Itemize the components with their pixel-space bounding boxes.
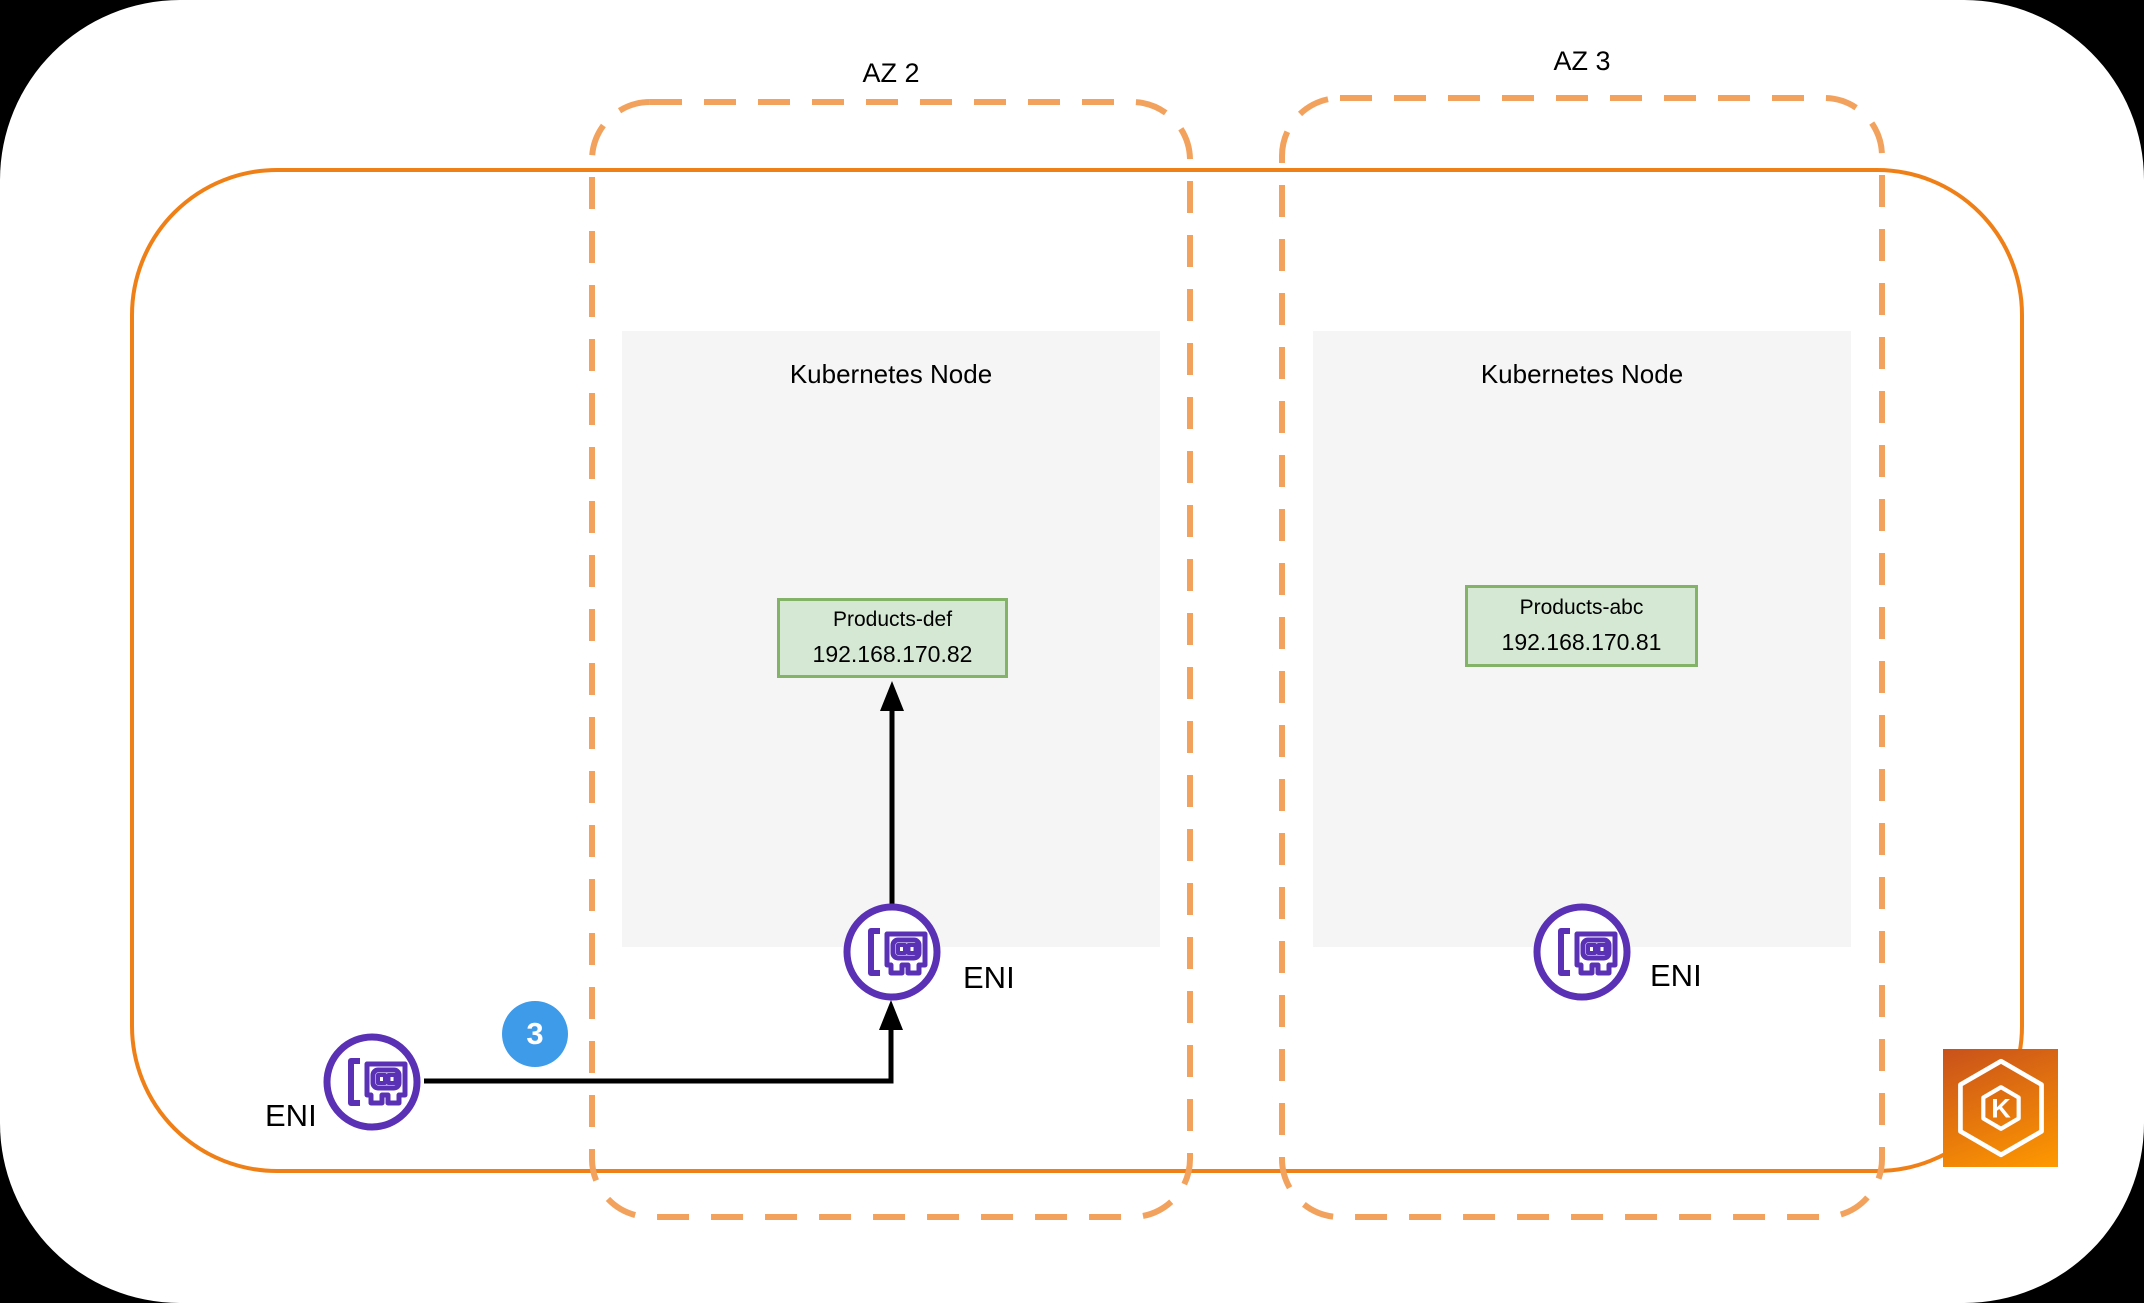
eni-label: ENI	[265, 1098, 317, 1133]
pod-products-abc: Products-abc 192.168.170.81	[1465, 585, 1698, 667]
eni-label: ENI	[963, 960, 1015, 995]
eks-letter: K	[1991, 1093, 2011, 1123]
node-title: Kubernetes Node	[789, 359, 993, 389]
eni-label: ENI	[1650, 958, 1702, 993]
step-badge: 3	[502, 1001, 568, 1067]
pod-ip: 192.168.170.82	[812, 641, 973, 667]
pod-name: Products-def	[832, 608, 953, 631]
eks-icon: K	[1943, 1049, 2058, 1167]
pod-name: Products-abc	[1519, 596, 1644, 619]
az2-label: AZ 2	[862, 58, 920, 88]
eni-icon	[320, 1030, 424, 1134]
pod-ip: 192.168.170.81	[1501, 629, 1662, 655]
node-title: Kubernetes Node	[1480, 359, 1684, 389]
eni-icon	[1530, 900, 1634, 1004]
step-badge-value: 3	[526, 1016, 544, 1051]
eni-icon	[840, 900, 944, 1004]
pod-products-def: Products-def 192.168.170.82	[777, 598, 1008, 678]
az3-label: AZ 3	[1553, 46, 1611, 76]
